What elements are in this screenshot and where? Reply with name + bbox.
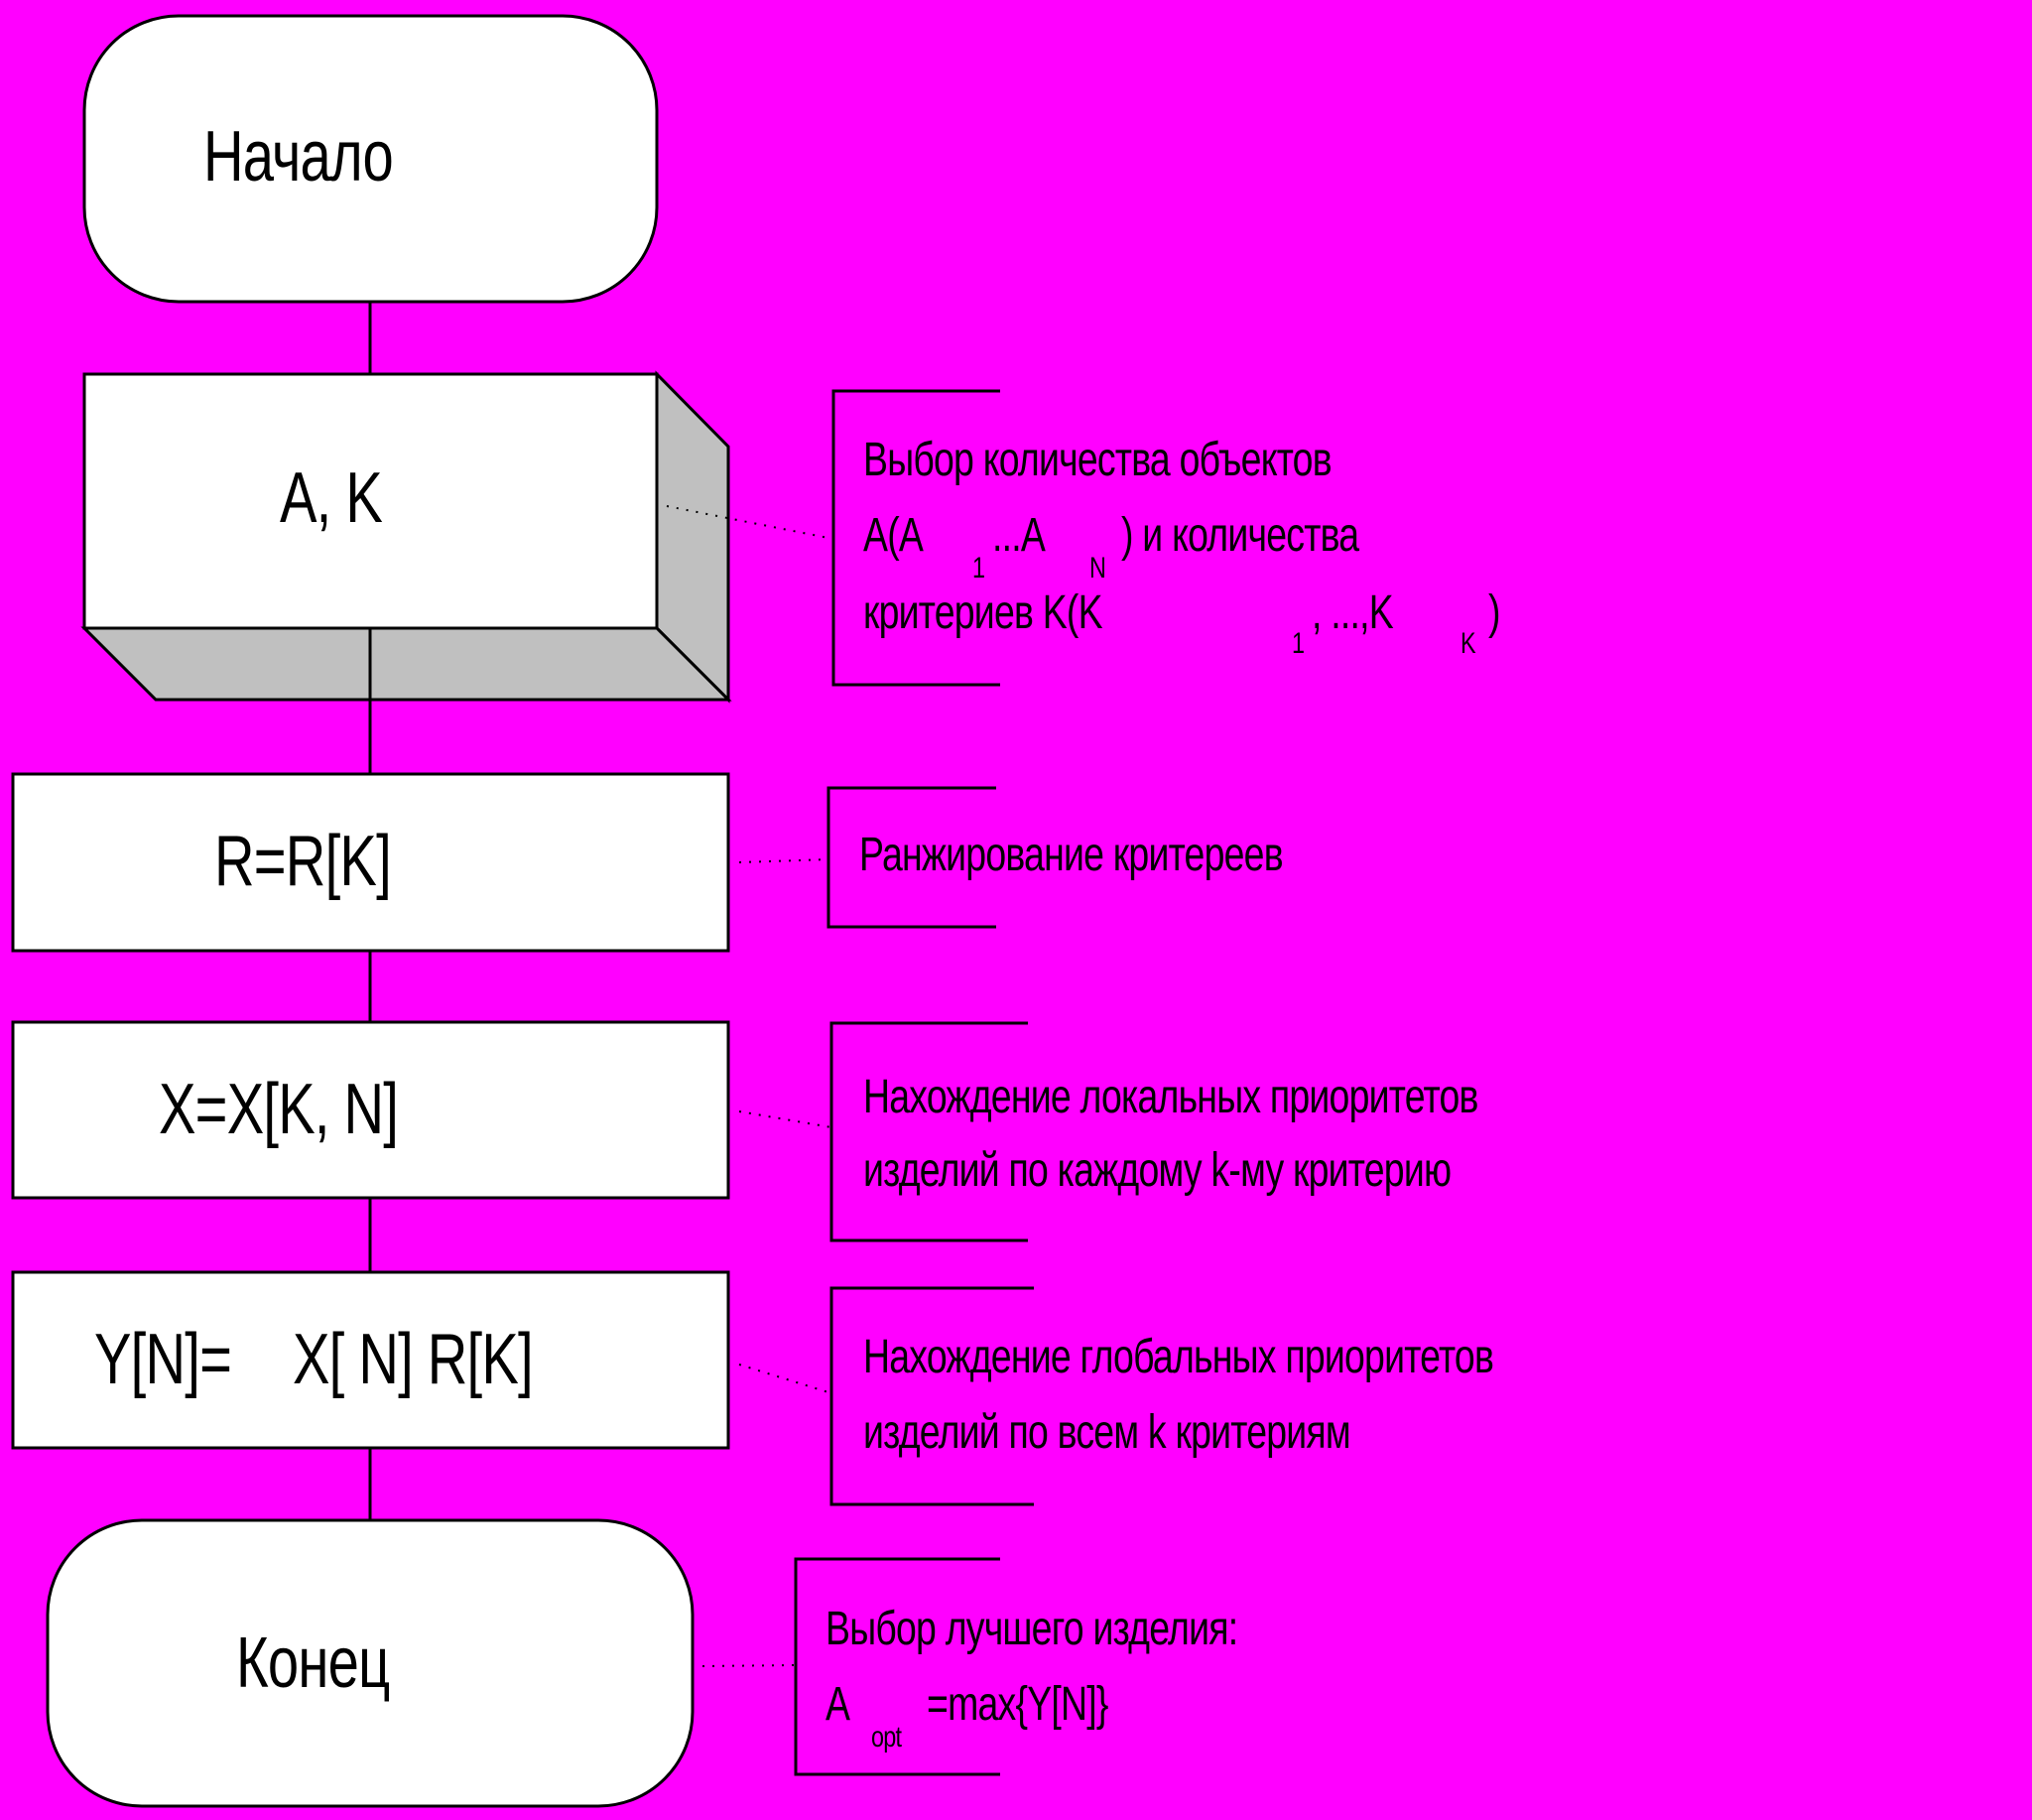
local-comment-line2: изделий по каждому k-му критерию: [863, 1144, 1452, 1197]
leader-global: [738, 1364, 832, 1394]
input-comment-line1: Выбор количества объектов: [863, 434, 1333, 486]
local-comment-line1: Нахождение локальных приоритетов: [863, 1071, 1478, 1123]
input-comment-line2-c: ) и количества: [1121, 509, 1359, 562]
global-comment-line2: изделий по всем k критериям: [863, 1406, 1351, 1459]
ranking-comment: Ранжирование критереев: [859, 829, 1284, 881]
bracket-ranking: [826, 786, 996, 929]
start-terminator: [82, 14, 659, 304]
end-comment-line1: Выбор лучшего изделия:: [826, 1603, 1238, 1655]
input-comment-line3-b: , ...,K: [1312, 586, 1394, 639]
input-comment-line2-b: ...A: [992, 509, 1046, 562]
input-comment-sub-1: 1: [972, 552, 985, 585]
bracket-local: [829, 1021, 1028, 1242]
start-label: Начало: [203, 117, 394, 196]
local-priorities-block: [11, 1020, 730, 1200]
input-comment-sub-k: K: [1460, 627, 1476, 660]
input-block-front: [82, 372, 659, 630]
end-comment-line2-b: =max{Y[N]}: [927, 1678, 1108, 1731]
input-label: A, K: [280, 458, 383, 538]
end-terminator: [46, 1518, 695, 1808]
local-priorities-label: X=X[K, N]: [159, 1070, 399, 1149]
input-comment-line2-a: A(A: [863, 509, 924, 562]
global-priorities-block: [11, 1270, 730, 1450]
leader-local: [738, 1110, 832, 1128]
end-comment-line2-a: A: [826, 1678, 850, 1731]
leader-ranking: [738, 858, 829, 863]
bracket-global: [829, 1286, 1034, 1506]
input-comment-sub-1b: 1: [1292, 627, 1305, 660]
bracket-end: [794, 1557, 1000, 1776]
global-formula-left: Y[N]=: [94, 1320, 232, 1399]
end-label: Конец: [236, 1624, 390, 1703]
input-comment-line3-a: критериев K(K: [863, 586, 1103, 639]
input-comment-sub-n: N: [1089, 552, 1106, 585]
ranking-block: [11, 772, 730, 953]
bracket-input: [831, 389, 1000, 687]
input-block-bottom: [80, 626, 732, 702]
input-comment-line3-c: ): [1488, 586, 1500, 639]
global-formula-right: X[ N] R[K]: [293, 1320, 534, 1399]
leader-end: [701, 1664, 795, 1667]
end-comment-sub-opt: opt: [871, 1721, 902, 1754]
global-comment-line1: Нахождение глобальных приоритетов: [863, 1331, 1494, 1383]
ranking-label: R=R[K]: [214, 822, 392, 901]
